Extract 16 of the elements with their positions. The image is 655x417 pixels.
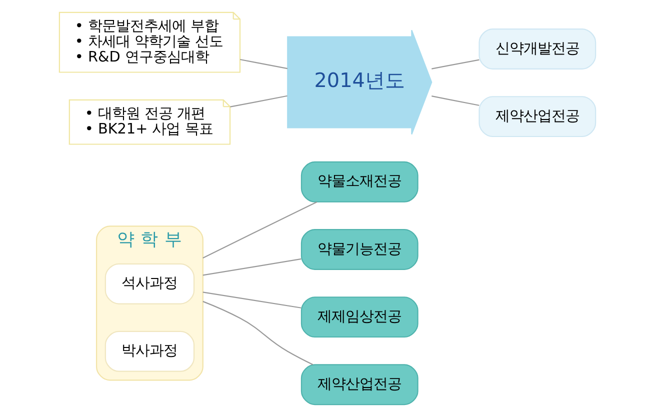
connector [432,59,480,70]
node-box: 약물소재전공 [300,161,418,202]
connector [240,58,288,70]
connector [202,300,314,366]
node-box: 석사과정 [104,263,195,304]
node-box: 약물기능전공 [300,228,418,270]
node-box: 제제임상전공 [300,296,418,338]
connector [202,202,318,258]
node-box: 박사과정 [104,330,195,372]
connector [202,258,302,276]
node-box: 신약개발전공 [478,28,596,70]
connector [230,95,288,108]
connector [202,292,302,308]
node-box: 제약산업전공 [478,96,596,138]
node-box: 제약산업전공 [300,364,418,406]
connector [432,96,480,106]
